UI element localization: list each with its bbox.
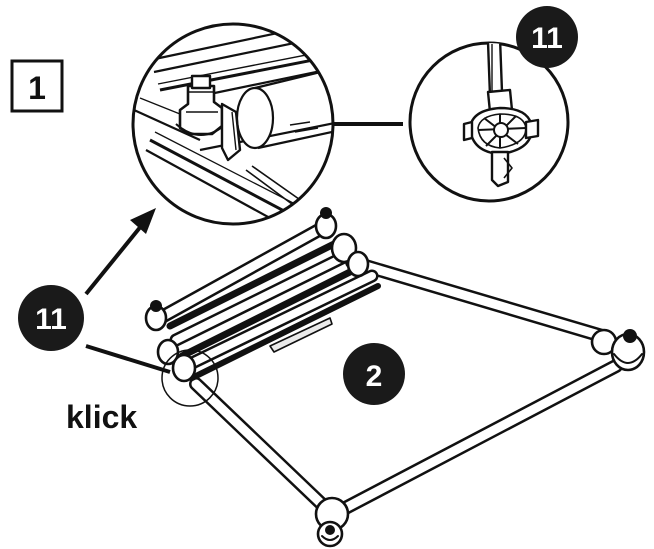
klick-highlight-circle [161,349,219,407]
detail-view-clip-mounted [131,22,335,226]
pointer-arrow-up [84,208,156,296]
action-label: klick [66,399,137,435]
base-frame [144,207,646,548]
part-badge-base: 2 [343,343,405,405]
pointer-line-klick [85,344,171,374]
step-number-box: 1 [10,59,64,113]
part-badge-top-label: 11 [531,22,563,55]
step-number: 1 [28,70,46,106]
detail-view-clip-part [408,41,570,203]
part-badge-top: 11 [516,6,578,68]
part-badge-left-label: 11 [35,303,67,336]
clip-part-illustration [462,43,540,188]
part-badge-left: 11 [18,285,84,351]
part-badge-base-label: 2 [366,360,383,393]
